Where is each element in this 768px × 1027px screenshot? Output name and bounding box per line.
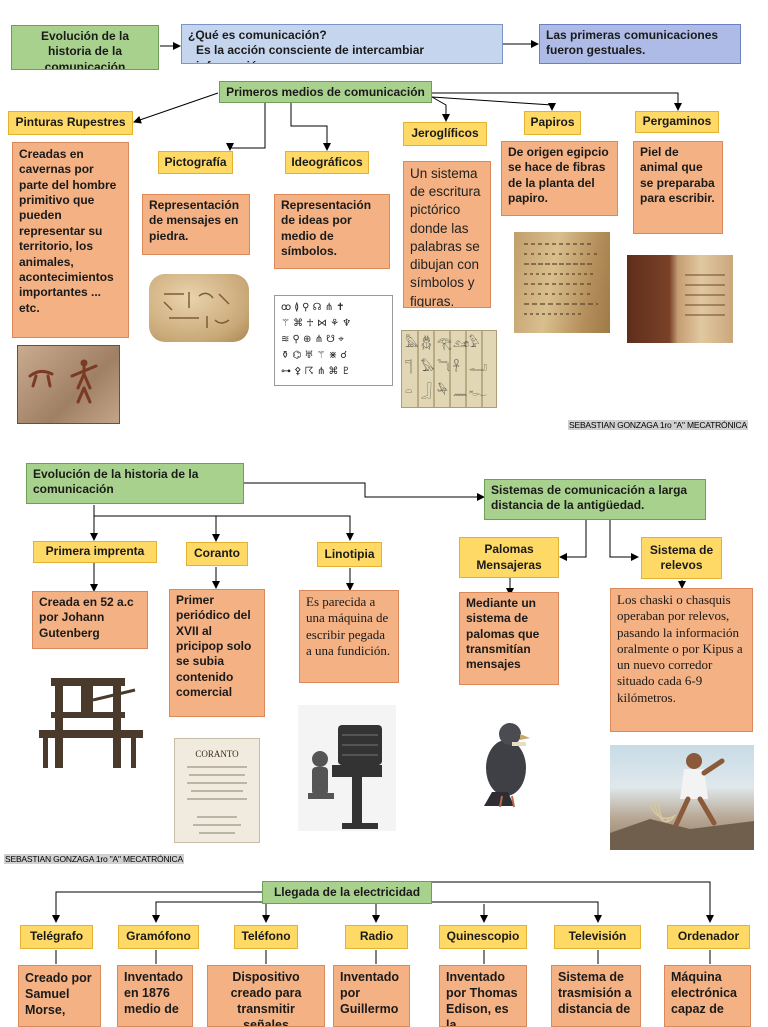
- desc-pictografia: Representación de mensajes en piedra.: [142, 194, 250, 255]
- svg-text:𓆣: 𓆣: [421, 335, 432, 350]
- svg-text:⊶ ⚴ ☈ ⋔ ⌘ ♇: ⊶ ⚴ ☈ ⋔ ⌘ ♇: [281, 366, 351, 377]
- svg-text:𓂝: 𓂝: [469, 360, 487, 374]
- label-jeroglificos: Jeroglíficos: [403, 122, 487, 146]
- label-palomas-mensajeras: Palomas Mensajeras: [459, 537, 559, 578]
- desc-papiros: De origen egipcio se hace de fibras de l…: [501, 141, 618, 216]
- svg-text:𓅱: 𓅱: [469, 334, 479, 350]
- label-telegrafo: Telégrafo: [20, 925, 93, 949]
- svg-text:⚱ ⌬ ♅ ⚚ ⋇ ☌: ⚱ ⌬ ♅ ⚚ ⋇ ☌: [281, 350, 347, 361]
- label-telefono: Teléfono: [234, 925, 298, 949]
- label-pergaminos: Pergaminos: [635, 111, 719, 133]
- question-text: ¿Qué es comunicación?: [188, 28, 327, 42]
- desc-ordenador: Máquina electrónica capaz de: [664, 965, 751, 1027]
- credit-text-1: SEBASTIAN GONZAGA 1ro "A" MECATRÓNICA: [568, 420, 748, 430]
- svg-text:≋ ⚲ ⊕ ⋔ ☋ ⌖: ≋ ⚲ ⊕ ⋔ ☋ ⌖: [281, 334, 344, 345]
- section3-title: Llegada de la electricidad: [262, 881, 432, 904]
- parchment-book-image: [627, 255, 733, 343]
- svg-text:𓋹: 𓋹: [453, 359, 460, 374]
- coranto-newspaper-image: CORANTO: [174, 738, 260, 843]
- linotype-machine-image: [298, 705, 396, 831]
- carrier-pigeon-image: [472, 712, 538, 809]
- desc-pinturas-rupestres: Creadas en cavernas por parte del hombre…: [12, 142, 129, 338]
- label-primera-imprenta: Primera imprenta: [33, 541, 157, 563]
- svg-text:𓅓: 𓅓: [405, 334, 418, 350]
- sistemas-box: Sistemas de comunicación a larga distanc…: [484, 479, 706, 520]
- answer-text: Es la acción consciente de intercambiar …: [196, 43, 425, 63]
- label-television: Televisión: [554, 925, 641, 949]
- desc-pergaminos: Piel de animal que se preparaba para esc…: [633, 141, 723, 234]
- svg-text:⚚ ⌘ ☥ ⋈ ⚘ ♆: ⚚ ⌘ ☥ ⋈ ⚘ ♆: [281, 318, 351, 329]
- credit-text-2: SEBASTIAN GONZAGA 1ro "A" MECATRÓNICA: [4, 854, 184, 864]
- label-linotipia: Linotipia: [317, 542, 382, 567]
- desc-palomas-mensajeras: Mediante un sistema de palomas que trans…: [459, 592, 559, 685]
- first-communications-box: Las primeras comunicaciones fueron gestu…: [539, 24, 741, 64]
- label-pictografia: Pictografía: [158, 151, 233, 174]
- label-ideograficos: Ideográficos: [285, 151, 369, 174]
- svg-text:𓅃: 𓅃: [421, 358, 434, 374]
- desc-television: Sistema de trasmisión a distancia de: [551, 965, 641, 1027]
- label-radio: Radio: [345, 925, 408, 949]
- desc-quinescopio: Inventado por Thomas Edison, es la: [439, 965, 527, 1027]
- svg-text:ꝏ ≬ ⚲ ☊ ⋔ ✝: ꝏ ≬ ⚲ ☊ ⋔ ✝: [281, 302, 345, 313]
- label-pinturas-rupestres: Pinturas Rupestres: [8, 111, 133, 135]
- section1-title: Evolución de la historia de la comunicac…: [11, 25, 159, 70]
- label-ordenador: Ordenador: [667, 925, 750, 949]
- desc-primera-imprenta: Creada en 52 a.c por Johann Gutenberg: [32, 591, 148, 649]
- clay-tablet-image: [149, 274, 249, 342]
- label-sistema-relevos: Sistema de relevos: [641, 537, 722, 579]
- desc-coranto: Primer periódico del XVII al pricipop so…: [169, 589, 265, 717]
- label-quinescopio: Quinescopio: [439, 925, 527, 949]
- svg-text:𓆑: 𓆑: [469, 384, 487, 398]
- desc-ideograficos: Representación de ideas por medio de sím…: [274, 194, 390, 269]
- svg-text:𓃀: 𓃀: [421, 383, 432, 399]
- desc-telefono: Dispositivo creado para transmitir señal…: [207, 965, 325, 1027]
- papyrus-image: [514, 232, 610, 333]
- medios-box: Primeros medios de comunicación: [219, 81, 432, 103]
- svg-text:𓅆: 𓅆: [437, 382, 448, 398]
- ideograms-image: ꝏ ≬ ⚲ ☊ ⋔ ✝ ⚚ ⌘ ☥ ⋈ ⚘ ♆ ≋ ⚲ ⊕ ⋔ ☋ ⌖ ⚱ ⌬ ♅ ⚚…: [274, 295, 393, 386]
- svg-text:𓃭: 𓃭: [453, 336, 469, 350]
- svg-text:𓂀: 𓂀: [437, 336, 452, 350]
- desc-linotipia: Es parecida a una máquina de escribir pe…: [299, 590, 399, 683]
- question-box: ¿Qué es comunicación? Es la acción consc…: [181, 24, 503, 64]
- label-coranto: Coranto: [186, 542, 248, 566]
- label-gramofono: Gramófono: [118, 925, 199, 949]
- printing-press-image: [35, 672, 146, 775]
- svg-text:𓆓: 𓆓: [437, 358, 450, 374]
- desc-telegrafo: Creado por Samuel Morse,: [18, 965, 101, 1027]
- desc-jeroglificos: Un sistema de escritura pictórico donde …: [403, 161, 491, 308]
- svg-text:CORANTO: CORANTO: [195, 749, 239, 759]
- svg-text:𓏏: 𓏏: [405, 384, 413, 398]
- svg-text:𓈖: 𓈖: [453, 384, 467, 398]
- cave-painting-image: [17, 345, 120, 424]
- chasqui-runner-image: [610, 745, 754, 850]
- desc-gramofono: Inventado en 1876 medio de: [117, 965, 193, 1027]
- label-papiros: Papiros: [524, 111, 581, 135]
- svg-text:𓊹: 𓊹: [405, 360, 412, 374]
- section2-title: Evolución de la historia de la comunicac…: [26, 463, 244, 504]
- desc-sistema-relevos: Los chaski o chasquis operaban por relev…: [610, 588, 753, 732]
- desc-radio: Inventado por Guillermo: [333, 965, 410, 1027]
